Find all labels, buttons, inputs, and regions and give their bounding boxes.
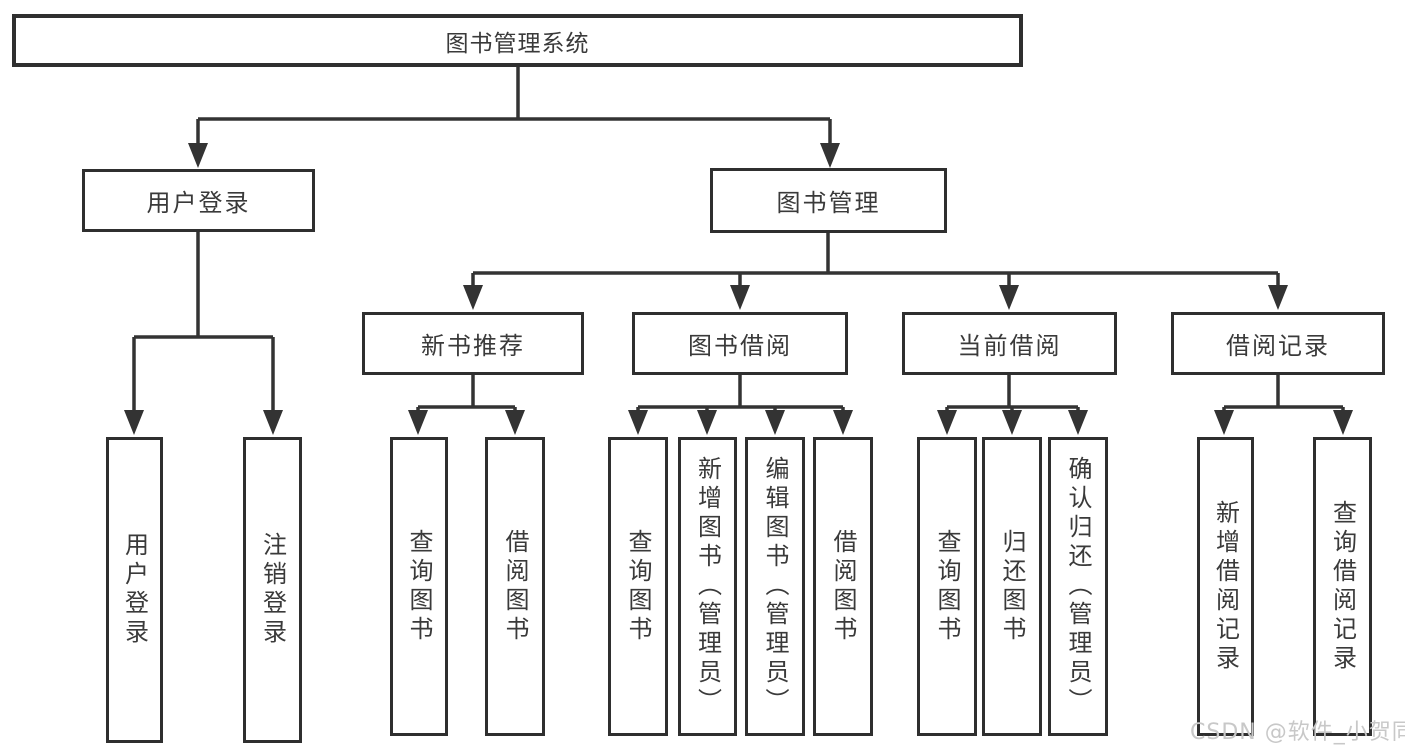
node-user-login: 用户登录 (82, 169, 315, 232)
node-leaf-query-books-2: 查询图书 (608, 437, 668, 736)
connector-book-mgmt-children (463, 233, 1288, 310)
node-label: 借阅图书 (501, 528, 529, 645)
arrow-down-icon (1333, 410, 1353, 435)
arrow-down-icon (124, 410, 144, 435)
node-label: 当前借阅 (957, 332, 1062, 360)
arrow-down-icon (833, 410, 853, 435)
arrow-down-icon (730, 285, 750, 310)
connector-root-to-level2 (188, 67, 840, 168)
node-label: 新书推荐 (421, 332, 525, 360)
arrow-down-icon (1002, 410, 1022, 435)
node-leaf-query-books-3: 查询图书 (917, 437, 977, 736)
node-label: 图书管理系统 (445, 30, 590, 57)
node-leaf-query-borrow-record: 查询借阅记录 (1313, 437, 1372, 736)
node-leaf-borrow-books-2: 借阅图书 (813, 437, 873, 736)
connector-borrow-records-children (1214, 375, 1353, 435)
connector-new-books-children (408, 375, 525, 435)
node-label: 用户登录 (146, 189, 251, 217)
arrow-down-icon (463, 285, 483, 310)
arrow-down-icon (263, 410, 283, 435)
arrow-down-icon (820, 143, 840, 168)
arrow-down-icon (1214, 410, 1234, 435)
node-borrow-records: 借阅记录 (1171, 312, 1385, 375)
node-leaf-borrow-books-1: 借阅图书 (485, 437, 545, 736)
node-label: 用户登录 (120, 532, 149, 648)
connector-user-login-children (124, 232, 283, 435)
arrow-down-icon (937, 410, 957, 435)
node-leaf-query-books-1: 查询图书 (390, 437, 448, 736)
node-label: 新增借阅记录 (1211, 499, 1240, 674)
node-label: 查询图书 (933, 528, 961, 645)
arrow-down-icon (628, 410, 648, 435)
node-label: 编辑图书（管理员） (761, 456, 789, 717)
node-label: 借阅记录 (1226, 332, 1330, 360)
node-leaf-user-login: 用户登录 (106, 437, 163, 743)
node-label: 新增图书（管理员） (693, 456, 722, 717)
node-label: 查询借阅记录 (1328, 499, 1357, 674)
node-leaf-add-borrow-record: 新增借阅记录 (1197, 437, 1254, 736)
connector-book-borrow-children (628, 375, 853, 435)
node-leaf-edit-books-admin: 编辑图书（管理员） (745, 437, 805, 736)
arrow-down-icon (505, 410, 525, 435)
node-book-management: 图书管理 (710, 168, 947, 233)
connector-current-borrow-children (937, 375, 1088, 435)
node-label: 确认归还（管理员） (1064, 456, 1092, 717)
node-label: 注销登录 (258, 532, 287, 648)
arrow-down-icon (697, 410, 717, 435)
node-leaf-confirm-return-admin: 确认归还（管理员） (1048, 437, 1108, 736)
node-leaf-add-books-admin: 新增图书（管理员） (678, 437, 737, 736)
arrow-down-icon (765, 410, 785, 435)
node-label: 查询图书 (405, 528, 433, 645)
node-root-system: 图书管理系统 (12, 14, 1023, 67)
node-book-borrowing: 图书借阅 (632, 312, 848, 375)
node-new-book-recommend: 新书推荐 (362, 312, 584, 375)
arrow-down-icon (1268, 285, 1288, 310)
node-label: 查询图书 (624, 528, 652, 645)
arrow-down-icon (999, 285, 1019, 310)
arrow-down-icon (1068, 410, 1088, 435)
arrow-down-icon (188, 143, 208, 168)
node-label: 借阅图书 (829, 528, 857, 645)
node-leaf-return-books: 归还图书 (982, 437, 1042, 736)
node-leaf-logout: 注销登录 (243, 437, 302, 743)
node-label: 图书借阅 (688, 332, 792, 360)
watermark-csdn: CSDN @软件_小贺同学 (1190, 720, 1405, 745)
node-current-borrowing: 当前借阅 (902, 312, 1117, 375)
node-label: 归还图书 (998, 528, 1026, 645)
arrow-down-icon (408, 410, 428, 435)
node-label: 图书管理 (776, 189, 881, 217)
